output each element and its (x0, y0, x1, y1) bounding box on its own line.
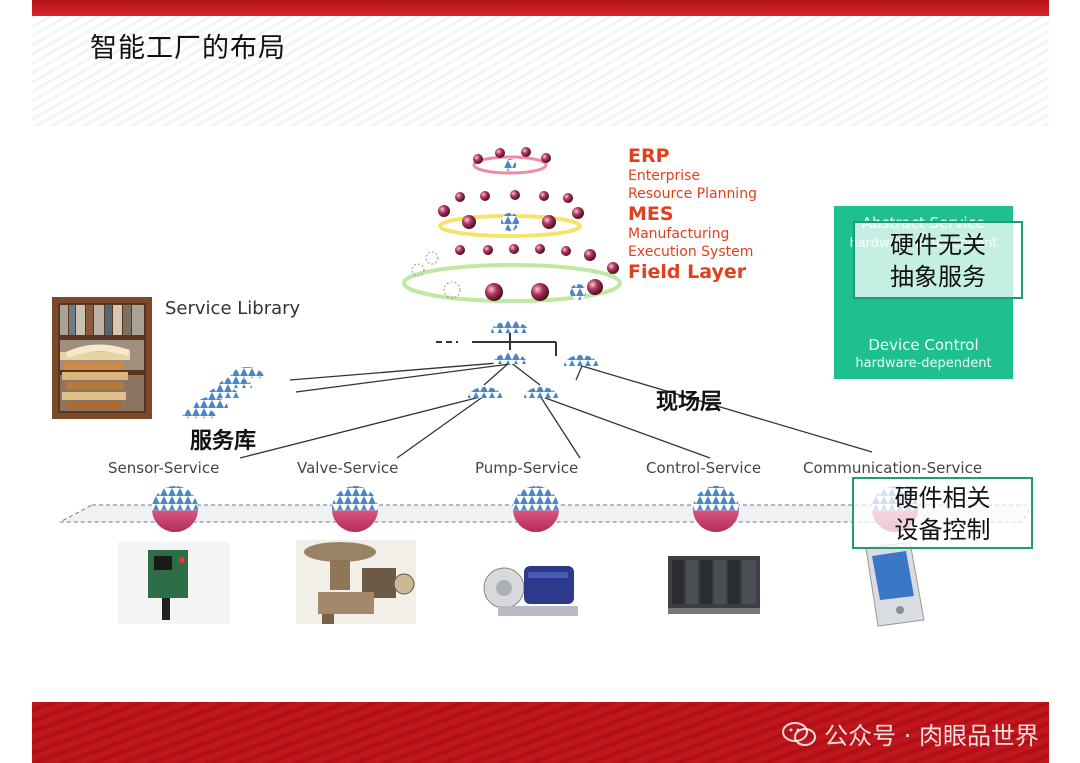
page-title: 智能工厂的布局 (90, 33, 286, 64)
abstract-box-line1: 硬件无关 (890, 231, 986, 259)
watermark-text: 公众号 · 肉眼品世界 (824, 722, 1039, 750)
abstract-service-box: 硬件无关 抽象服务 (853, 221, 1023, 299)
architecture-diagram (52, 147, 1033, 627)
erp-line2: Resource Planning (628, 186, 757, 202)
service-library-cn-label: 服务库 (190, 429, 257, 454)
wechat-icon (782, 721, 817, 746)
mes-ring (438, 190, 584, 238)
service-label-sensor: Sensor-Service (108, 459, 220, 477)
device-control-label: Device Control (868, 336, 979, 354)
erp-ring (472, 147, 551, 175)
bookshelf-image (52, 297, 152, 419)
service-label-valve: Valve-Service (297, 459, 399, 477)
service-library-stack (182, 367, 264, 418)
field-layer-ring (402, 244, 622, 303)
service-label-pump: Pump-Service (475, 459, 579, 477)
device-control-box: 硬件相关 设备控制 (852, 477, 1033, 549)
valve-device-image (296, 540, 416, 624)
field-layer-title: Field Layer (628, 261, 747, 283)
pda-device-image (865, 541, 925, 627)
service-tree (239, 332, 873, 459)
device-box-line2: 设备控制 (894, 516, 991, 544)
service-nodes (468, 321, 598, 398)
service-label-control: Control-Service (646, 459, 762, 477)
field-layer-cn-label: 现场层 (656, 390, 723, 415)
device-box-line1: 硬件相关 (894, 484, 991, 512)
top-bar (32, 0, 1049, 16)
mes-line1: Manufacturing (628, 226, 730, 242)
mes-line2: Execution System (628, 244, 754, 260)
pump-device-image (478, 545, 588, 625)
abstract-box-line2: 抽象服务 (890, 263, 986, 291)
bottom-bar: 公众号 · 肉眼品世界 (32, 702, 1049, 763)
watermark: 公众号 · 肉眼品世界 (782, 716, 1039, 751)
erp-line1: Enterprise (628, 168, 701, 184)
mes-title: MES (628, 203, 674, 225)
header-band (32, 16, 1049, 126)
hardware-dependent-label: hardware-dependent (855, 356, 992, 371)
service-library-label: Service Library (165, 298, 301, 319)
sensor-device-image (118, 542, 230, 624)
controller-device-image (668, 556, 760, 614)
service-label-communication: Communication-Service (803, 459, 983, 477)
slide: 智能工厂的布局 (32, 0, 1049, 763)
erp-title: ERP (628, 145, 670, 167)
